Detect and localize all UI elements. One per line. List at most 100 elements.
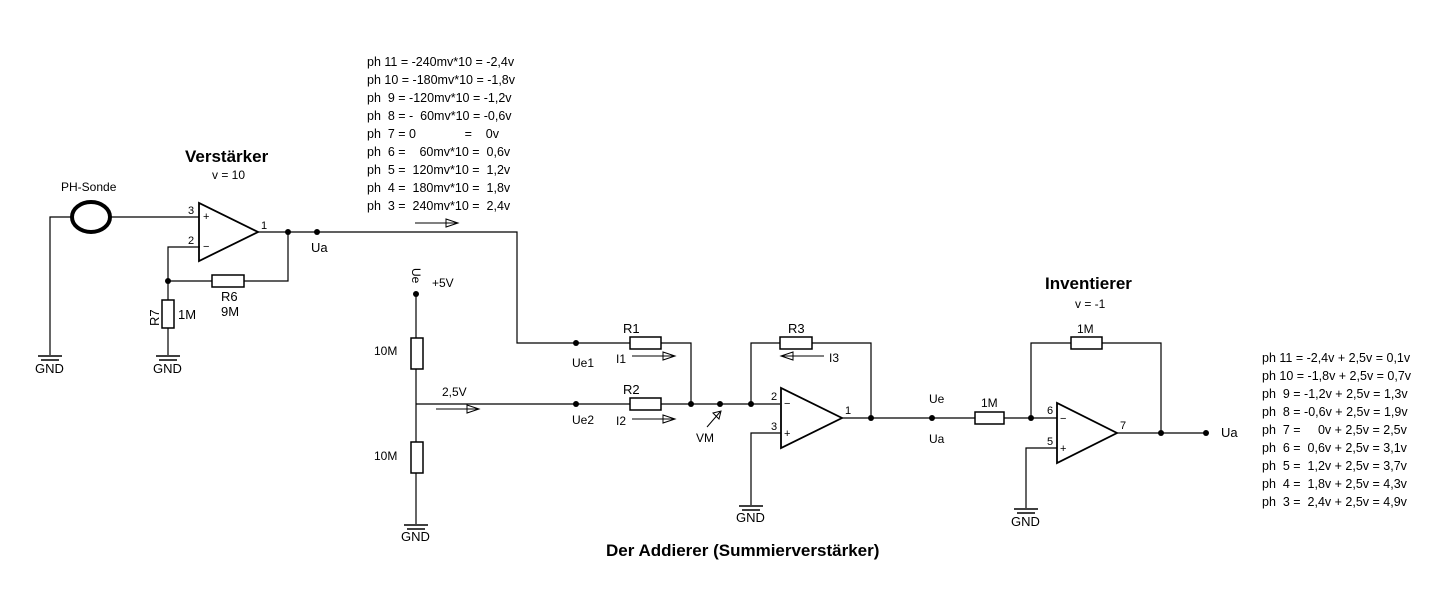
out-table-row: ph 7 = 0v + 2,5v = 2,5v <box>1262 423 1408 437</box>
vm-label: VM <box>696 431 714 445</box>
current-arrow-ua <box>415 218 460 228</box>
probe-label: PH-Sonde <box>61 180 117 194</box>
r3-left-wire <box>750 342 780 404</box>
opamp-plus-sign: + <box>784 428 790 440</box>
pin-i-minus: 6 <box>1047 405 1053 417</box>
r7-label: R7 <box>147 309 162 326</box>
ue-vertical-label: Ue <box>409 268 423 284</box>
inverter-title: Inventierer <box>1045 274 1132 293</box>
amp-table-row: ph 4 = 180mv*10 = 1,8v <box>367 181 511 195</box>
summing-stage: Ue1 Ue2 R1 I1 R2 I2 VM R3 I3 − + 2 3 <box>572 321 975 560</box>
amplifier-stage: PH-Sonde GND + − 3 2 1 Ua R6 9M R7 1M GN… <box>35 147 576 376</box>
amp-table-row: ph 10 = -180mv*10 = -1,8v <box>367 73 516 87</box>
junction <box>285 229 291 235</box>
pin-a-plus: 3 <box>188 205 194 217</box>
opamp-plus-sign: + <box>203 211 209 223</box>
ua-label-amp: Ua <box>311 240 328 255</box>
amplifier-gain: v = 10 <box>212 168 245 182</box>
out-table-row: ph 11 = -2,4v + 2,5v = 0,1v <box>1262 351 1411 365</box>
ue-label: Ue <box>929 392 945 406</box>
amp-table-row: ph 11 = -240mv*10 = -2,4v <box>367 55 515 69</box>
summing-plus-ground-wire <box>750 432 781 505</box>
opamp-amplifier <box>198 201 261 263</box>
pin-s-out: 1 <box>845 405 851 417</box>
junction <box>717 401 723 407</box>
amp-table-row: ph 9 = -120mv*10 = -1,2v <box>367 91 512 105</box>
gnd-symbol-probe <box>38 355 62 361</box>
opamp-minus-sign: − <box>784 398 790 410</box>
i3-label: I3 <box>829 351 839 365</box>
amp-table-row: ph 3 = 240mv*10 = 2,4v <box>367 199 511 213</box>
opamp-summing <box>780 386 845 450</box>
ua-label-sum: Ua <box>929 432 945 446</box>
r3-right-wire <box>812 342 872 418</box>
pin-s-minus: 2 <box>771 391 777 403</box>
resistor-divider-bottom <box>410 441 424 474</box>
junction-ue-ua <box>929 415 935 421</box>
i1-label: I1 <box>616 352 626 366</box>
current-arrow-2-5v <box>436 404 481 414</box>
adder-title: Der Addierer (Summierverstärker) <box>606 541 879 560</box>
r7-value: 1M <box>178 307 196 322</box>
current-arrow-i1 <box>632 351 677 361</box>
amp-table-row: ph 7 = 0 = 0v <box>367 127 500 141</box>
amp-table-row: ph 8 = - 60mv*10 = -0,6v <box>367 109 512 123</box>
inv-input-r-value: 1M <box>981 396 998 410</box>
out-table-row: ph 5 = 1,2v + 2,5v = 3,7v <box>1262 459 1408 473</box>
output-terminal <box>1203 430 1209 436</box>
inv-feedback-left-wire <box>1030 342 1071 418</box>
out-table-row: ph 4 = 1,8v + 2,5v = 4,3v <box>1262 477 1408 491</box>
r1-right-wire <box>661 342 692 404</box>
out-table-row: ph 8 = -0,6v + 2,5v = 1,9v <box>1262 405 1408 419</box>
pin-s-plus: 3 <box>771 421 777 433</box>
ph-probe-symbol <box>70 200 112 234</box>
inv-feedback-r-value: 1M <box>1077 322 1094 336</box>
pin-i-plus: 5 <box>1047 436 1053 448</box>
junction <box>165 278 171 284</box>
amplifier-title: Verstärker <box>185 147 269 166</box>
voltage-divider: Ue +5V GND 10M 10M 2,5V <box>374 268 630 544</box>
resistor-r1 <box>629 336 662 350</box>
amp-output-wire <box>258 231 576 344</box>
amp-feedback-wire-right <box>244 232 289 282</box>
ue1-label: Ue1 <box>572 356 594 370</box>
opamp-plus-sign: + <box>1060 443 1066 455</box>
inverter-stage: 1M 1M − + 6 5 7 GND Ua Inventierer v = -… <box>974 274 1238 529</box>
junction <box>1158 430 1164 436</box>
out-table-row: ph 10 = -1,8v + 2,5v = 0,7v <box>1262 369 1412 383</box>
opamp-inverter <box>1056 401 1120 465</box>
ue2-label: Ue2 <box>572 413 594 427</box>
r6-label: R6 <box>221 289 238 304</box>
gnd-symbol-inverter <box>1014 508 1038 514</box>
inverter-gain: v = -1 <box>1075 297 1106 311</box>
current-arrow-i3 <box>779 351 824 361</box>
r3-label: R3 <box>788 321 805 336</box>
current-arrow-i2 <box>632 414 677 424</box>
resistor-divider-top <box>410 337 424 370</box>
resistor-inverter-feedback <box>1070 336 1103 350</box>
gnd-label-r7: GND <box>153 361 182 376</box>
gnd-label-divider: GND <box>401 529 430 544</box>
amp-table-row: ph 6 = 60mv*10 = 0,6v <box>367 145 511 159</box>
junction-ua <box>314 229 320 235</box>
pin-a-minus: 2 <box>188 235 194 247</box>
amp-inverting-wire <box>167 246 200 300</box>
junction-ue2 <box>573 401 579 407</box>
resistor-r6 <box>211 274 245 288</box>
resistor-r3 <box>779 336 813 350</box>
amplifier-value-table: ph 11 = -240mv*10 = -2,4v ph 10 = -180mv… <box>367 55 516 213</box>
divider-top-value: 10M <box>374 344 397 358</box>
v2-5-label: 2,5V <box>442 385 467 399</box>
opamp-minus-sign: − <box>1060 413 1066 425</box>
output-value-table: ph 11 = -2,4v + 2,5v = 0,1v ph 10 = -1,8… <box>1262 351 1412 509</box>
r6-value: 9M <box>221 304 239 319</box>
out-table-row: ph 3 = 2,4v + 2,5v = 4,9v <box>1262 495 1408 509</box>
resistor-r7 <box>161 299 175 329</box>
r1-label: R1 <box>623 321 640 336</box>
ua-label-out: Ua <box>1221 425 1238 440</box>
junction <box>868 415 874 421</box>
gnd-symbol-divider <box>404 524 428 530</box>
probe-ground-wire <box>49 216 72 355</box>
divider-bottom-value: 10M <box>374 449 397 463</box>
